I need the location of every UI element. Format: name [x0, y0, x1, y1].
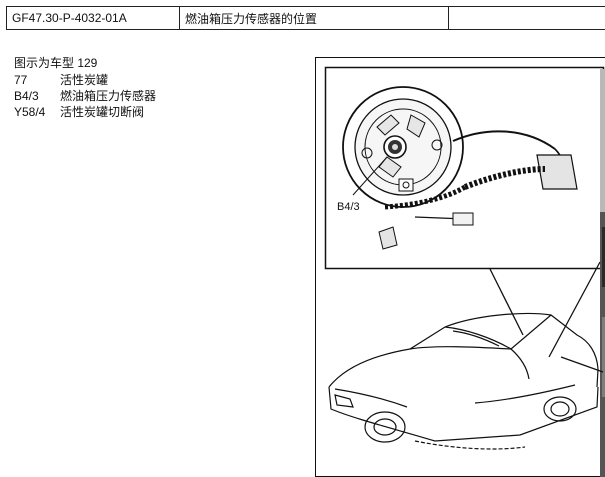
legend-item: Y58/4 活性炭罐切断阀 [14, 104, 156, 120]
legend-label: 活性炭罐 [60, 72, 108, 88]
doc-title: 燃油箱压力传感器的位置 [180, 7, 449, 30]
legend-code: Y58/4 [14, 104, 60, 120]
header-table: GF47.30-P-4032-01A 燃油箱压力传感器的位置 [6, 6, 605, 30]
legend-caption: 图示为车型 129 [14, 55, 156, 71]
doc-id: GF47.30-P-4032-01A [7, 7, 180, 30]
location-figure: B4/3 [315, 57, 605, 477]
connector [453, 213, 473, 225]
legend-item: 77 活性炭罐 [14, 72, 156, 88]
legend-code: B4/3 [14, 88, 60, 104]
legend: 图示为车型 129 77 活性炭罐 B4/3 燃油箱压力传感器 Y58/4 活性… [14, 55, 156, 120]
legend-label: 活性炭罐切断阀 [60, 104, 144, 120]
callout-label-b4-3: B4/3 [337, 201, 360, 213]
pressure-sensor-b4-3 [384, 136, 406, 158]
legend-label: 燃油箱压力传感器 [60, 88, 156, 104]
header-row: GF47.30-P-4032-01A 燃油箱压力传感器的位置 [7, 7, 605, 30]
photo-strip-top [600, 69, 605, 214]
header-empty-cell [449, 7, 605, 30]
figure-drawing: B4/3 [315, 57, 605, 477]
legend-item: B4/3 燃油箱压力传感器 [14, 88, 156, 104]
legend-code: 77 [14, 72, 60, 88]
